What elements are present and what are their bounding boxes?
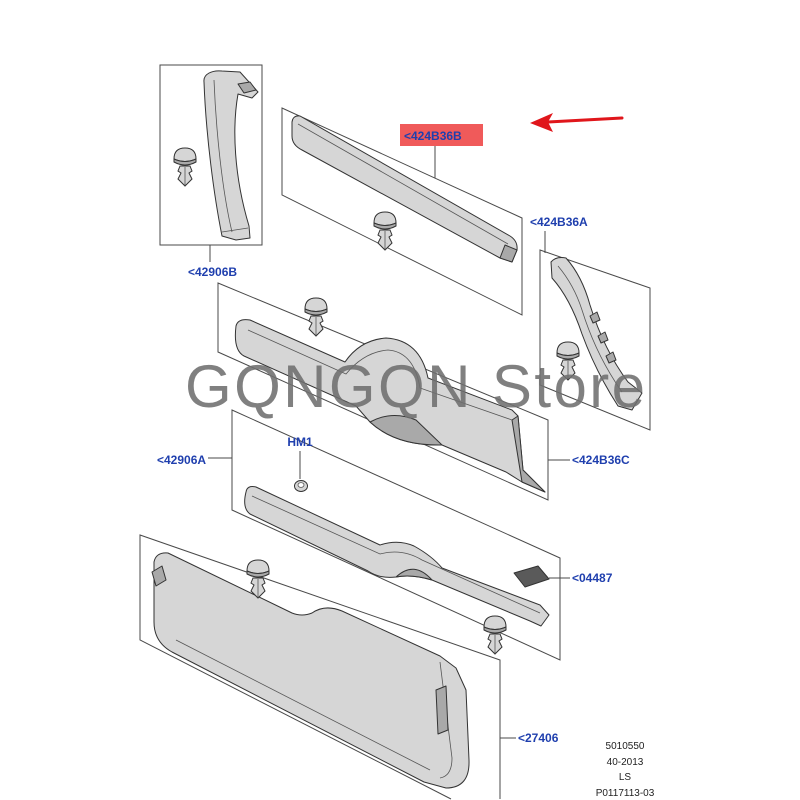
- reference-line-4: P0117113-03: [596, 788, 655, 799]
- frame-42906a: [231, 409, 561, 661]
- part-label-424b36b: <424B36B: [404, 129, 462, 143]
- frame-424b36c: [217, 282, 549, 501]
- hm1-grommet: [294, 480, 308, 492]
- frame-27406: [139, 534, 501, 800]
- part-label-424b36a: <424B36A: [530, 215, 588, 229]
- part-label-27406: <27406: [518, 731, 559, 745]
- push-clip: [304, 297, 328, 337]
- roof-molding-trim: [291, 115, 518, 263]
- red-arrow: [530, 113, 624, 132]
- drawing-reference: 5010550 40-2013 LS P0117113-03: [596, 741, 655, 799]
- part-label-42906b: <42906B: [188, 265, 237, 279]
- push-clip: [483, 615, 507, 655]
- lower-sill-trim: [244, 486, 550, 627]
- b-pillar-trim: [203, 70, 259, 241]
- part-label-424b36c: <424B36C: [572, 453, 630, 467]
- label-highlight: [400, 124, 483, 146]
- push-clip: [373, 211, 397, 251]
- tailgate-lower-panel: [151, 552, 470, 789]
- upper-sill-trim: [234, 319, 546, 493]
- reference-line-1: 5010550: [606, 741, 645, 752]
- adhesive-pad: [513, 565, 550, 588]
- part-label-hm1: HM1: [287, 435, 313, 449]
- frame-424b36b: [281, 107, 523, 316]
- push-clip: [173, 147, 197, 187]
- part-label-04487: <04487: [572, 571, 613, 585]
- frame-424b36a: [539, 249, 651, 431]
- reference-line-3: LS: [619, 772, 632, 783]
- reference-line-2: 40-2013: [607, 757, 644, 768]
- part-label-42906a: <42906A: [157, 453, 206, 467]
- frame-42906b: [159, 64, 263, 246]
- d-pillar-trim: [550, 257, 643, 411]
- store-watermark: GQNGQN Store: [185, 353, 645, 420]
